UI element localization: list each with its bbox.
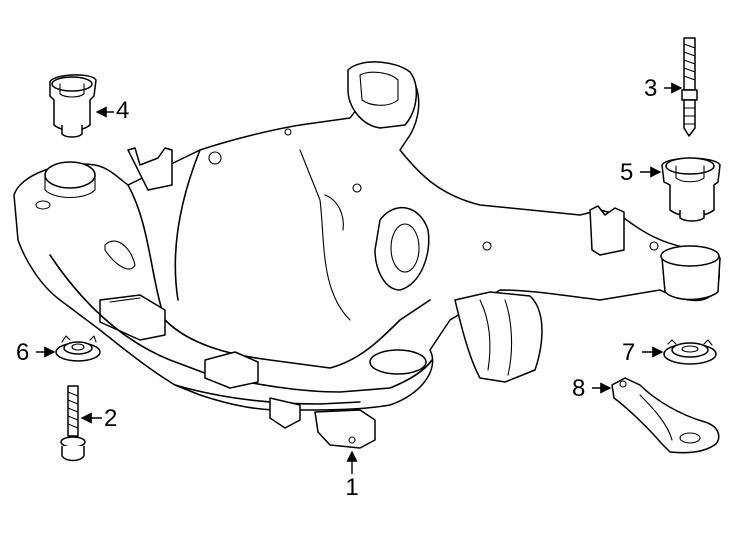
- brace-part[interactable]: [611, 377, 720, 454]
- callout-8: 8: [572, 375, 612, 402]
- callout-2-label: 2: [104, 405, 117, 432]
- callout-5-label: 5: [620, 159, 633, 186]
- callout-4: 4: [95, 97, 129, 124]
- callout-3-label: 3: [644, 75, 657, 102]
- stopper-washer-7-part[interactable]: [663, 339, 717, 365]
- callout-6: 6: [16, 339, 56, 366]
- callout-7-label: 7: [622, 339, 635, 366]
- subframe-crossmember-part[interactable]: [13, 61, 721, 449]
- callout-3: 3: [644, 75, 683, 102]
- callout-7: 7: [622, 339, 664, 366]
- stopper-washer-6-part[interactable]: [55, 335, 101, 362]
- callout-8-label: 8: [572, 375, 585, 402]
- bushing-4-part[interactable]: [49, 74, 97, 138]
- callout-2: 2: [80, 405, 117, 432]
- bushing-5-part[interactable]: [661, 157, 721, 222]
- callout-1: 1: [345, 450, 359, 501]
- stud-bolt-part[interactable]: [681, 37, 698, 137]
- callout-1-label: 1: [345, 474, 358, 501]
- callout-5: 5: [620, 159, 662, 186]
- callout-4-label: 4: [116, 97, 129, 124]
- bolt-part[interactable]: [60, 385, 86, 462]
- callout-6-label: 6: [16, 339, 29, 366]
